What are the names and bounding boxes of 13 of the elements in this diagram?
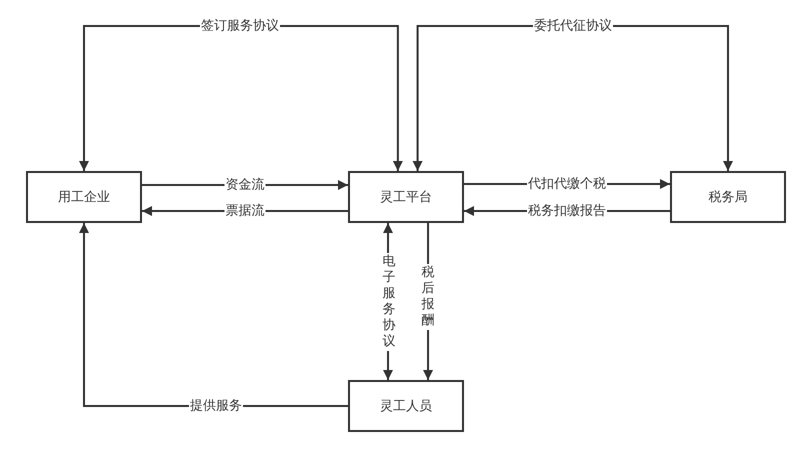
edge-label: 代扣代缴个税: [527, 176, 607, 192]
edge-label: 税务扣缴报告: [527, 204, 607, 218]
edge-label: 提供服务: [189, 398, 243, 414]
edge-label: 资金流: [224, 178, 266, 192]
edge-label: 委托代征协议: [533, 18, 613, 34]
edge-label: 签订服务协议: [200, 18, 280, 34]
process-box: 税务局: [670, 171, 786, 223]
edge-label: 电子服务协议: [382, 253, 396, 351]
process-box: 灵工平台: [348, 171, 464, 223]
process-box: 用工企业: [26, 171, 142, 223]
process-box: 灵工人员: [348, 380, 464, 432]
edge-label: 票据流: [224, 204, 266, 218]
edge-label: 税后报酬: [421, 264, 435, 330]
